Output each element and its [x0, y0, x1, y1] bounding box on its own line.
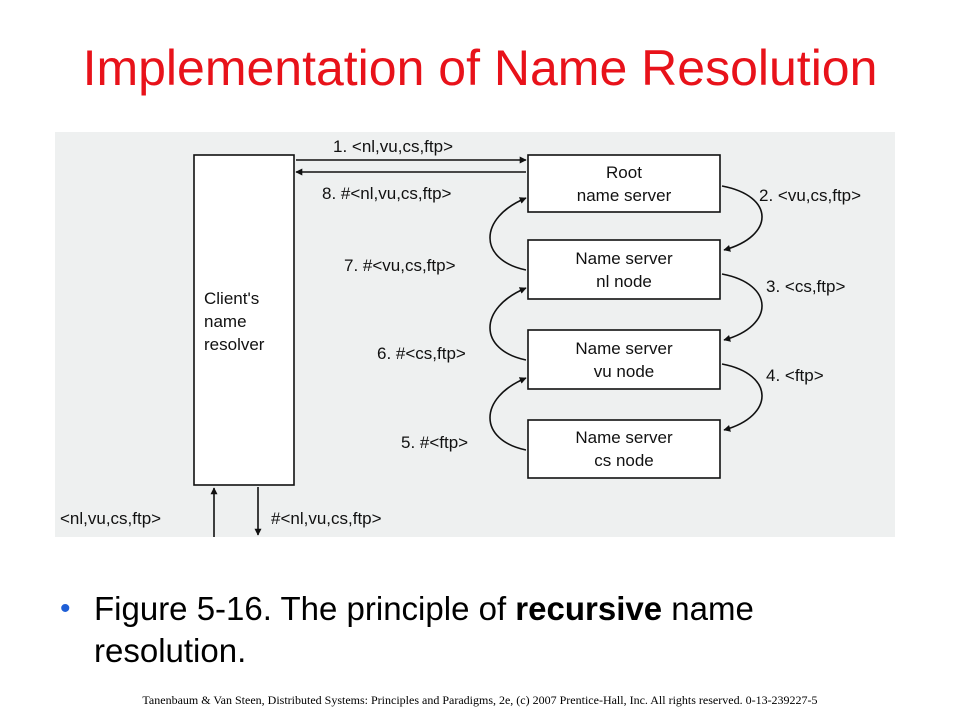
caption-text-bold: recursive: [515, 590, 663, 627]
label-message-1: 1. <nl,vu,cs,ftp>: [333, 137, 453, 156]
server-box-cs: Name server cs node: [527, 419, 721, 479]
label-message-3: 3. <cs,ftp>: [766, 277, 845, 296]
server-box-nl: Name server nl node: [527, 239, 721, 300]
arrow-message-6: [489, 287, 527, 361]
server-nl-line-1: Name server: [575, 249, 673, 268]
server-root-line-1: Root: [606, 163, 642, 182]
client-label-line-3: resolver: [204, 335, 265, 354]
caption-text: Figure 5-16. The principle of recursive …: [94, 588, 914, 672]
client-label-line-2: name: [204, 312, 247, 331]
caption-text-before: Figure 5-16. The principle of: [94, 590, 516, 627]
server-vu-line-2: vu node: [594, 362, 655, 381]
label-client-input: <nl,vu,cs,ftp>: [60, 509, 161, 528]
copyright-footer: Tanenbaum & Van Steen, Distributed Syste…: [142, 693, 818, 707]
label-message-4: 4. <ftp>: [766, 366, 824, 385]
label-client-output: #<nl,vu,cs,ftp>: [271, 509, 382, 528]
label-message-5: 5. #<ftp>: [401, 433, 468, 452]
slide-title: Implementation of Name Resolution: [82, 40, 878, 96]
arrow-message-5: [489, 377, 527, 451]
server-nl-line-2: nl node: [596, 272, 652, 291]
client-label-line-1: Client's: [204, 289, 259, 308]
label-message-7: 7. #<vu,cs,ftp>: [344, 256, 456, 275]
caption-text-after: name resolution.: [94, 590, 754, 669]
label-message-6: 6. #<cs,ftp>: [377, 344, 466, 363]
server-cs-line-2: cs node: [594, 451, 654, 470]
server-vu-line-1: Name server: [575, 339, 673, 358]
server-cs-line-1: Name server: [575, 428, 673, 447]
client-resolver-box: Client's name resolver: [193, 154, 295, 486]
arrow-message-2: [721, 185, 763, 252]
server-box-vu: Name server vu node: [527, 329, 721, 390]
bullet-marker: •: [60, 592, 71, 625]
arrow-message-3: [721, 273, 763, 342]
server-box-root: Root name server: [527, 154, 721, 213]
label-message-8: 8. #<nl,vu,cs,ftp>: [322, 184, 452, 203]
arrow-message-7: [489, 197, 527, 271]
server-root-line-2: name server: [577, 186, 672, 205]
label-message-2: 2. <vu,cs,ftp>: [759, 186, 861, 205]
arrow-message-4: [721, 363, 763, 432]
